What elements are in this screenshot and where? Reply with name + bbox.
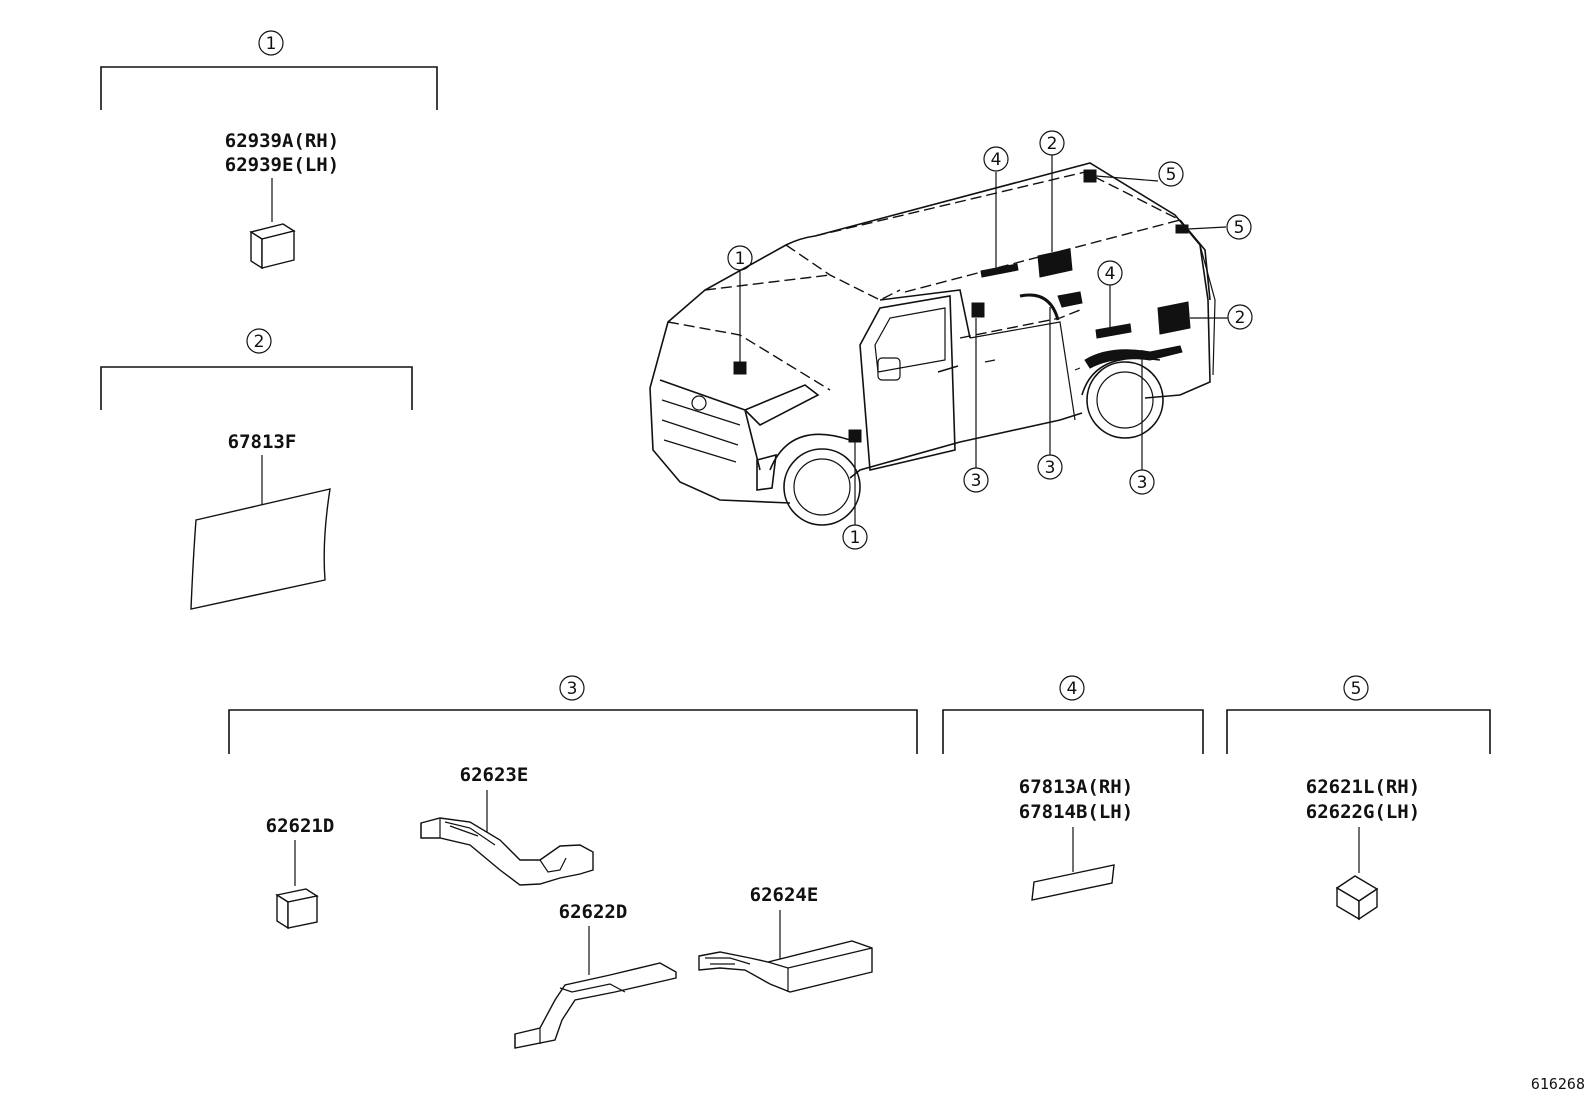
pad-part-62939 bbox=[249, 223, 296, 270]
part-67813F-label: 67813F bbox=[228, 431, 297, 453]
part-62622G-label: 62622G(LH) bbox=[1306, 801, 1420, 823]
group-4: 4 67813A(RH) 67814B(LH) bbox=[942, 675, 1204, 901]
group-1-marker bbox=[258, 30, 284, 56]
group-3: 3 62621D 62623E 62622D 62624E bbox=[228, 675, 918, 1049]
vehicle-part-marker bbox=[971, 302, 985, 318]
group-3-marker bbox=[559, 675, 585, 701]
vehicle-part-marker bbox=[1037, 248, 1073, 278]
vehicle-callout: 1 bbox=[727, 245, 753, 271]
part-67814B-label: 67814B(LH) bbox=[1019, 801, 1133, 823]
pad-part-62621L bbox=[1335, 875, 1379, 921]
vehicle-callout: 3 bbox=[1037, 454, 1063, 480]
group-2: 2 67813F bbox=[100, 328, 413, 610]
part-62939A-label: 62939A(RH) bbox=[225, 130, 339, 152]
group-5-marker bbox=[1343, 675, 1369, 701]
vehicle-part-marker bbox=[980, 263, 1019, 278]
group-4-bracket bbox=[942, 709, 1204, 754]
group-5-number: 5 bbox=[1351, 679, 1362, 699]
vehicle-part-marker bbox=[733, 361, 747, 375]
drawing-id: 616268 bbox=[1531, 1075, 1585, 1093]
insulator-part-62623E bbox=[420, 817, 594, 886]
vehicle-callout: 3 bbox=[963, 467, 989, 493]
vehicle-callout: 2 bbox=[1039, 130, 1065, 156]
vehicle-callout: 4 bbox=[983, 146, 1009, 172]
svg-text:4: 4 bbox=[991, 150, 1002, 170]
vehicle-part-marker bbox=[1083, 169, 1097, 183]
part-62624E-label: 62624E bbox=[750, 884, 819, 906]
svg-text:3: 3 bbox=[971, 471, 982, 491]
vehicle-part-marker bbox=[1175, 224, 1189, 234]
part-62622D-label: 62622D bbox=[559, 901, 628, 923]
svg-text:1: 1 bbox=[850, 528, 861, 548]
part-67813A-label: 67813A(RH) bbox=[1019, 776, 1133, 798]
vehicle-callout: 5 bbox=[1158, 161, 1184, 187]
part-62623E-label: 62623E bbox=[460, 764, 529, 786]
vehicle-callout: 4 bbox=[1097, 260, 1123, 286]
svg-text:2: 2 bbox=[1235, 308, 1246, 328]
vehicle-part-marker bbox=[1095, 323, 1132, 339]
vehicle-callout: 5 bbox=[1226, 214, 1252, 240]
part-62621D-label: 62621D bbox=[266, 815, 335, 837]
vehicle-part-marker bbox=[1057, 291, 1083, 308]
group-2-number: 2 bbox=[254, 332, 265, 352]
insulator-part-62624E bbox=[698, 940, 873, 993]
vehicle-callout: 3 bbox=[1129, 469, 1155, 495]
insulator-part-62622D bbox=[514, 962, 677, 1049]
svg-text:3: 3 bbox=[1045, 458, 1056, 478]
part-62939E-label: 62939E(LH) bbox=[225, 154, 339, 176]
vehicle-callout: 1 bbox=[842, 524, 868, 550]
group-4-marker bbox=[1059, 675, 1085, 701]
group-5: 5 62621L(RH) 62622G(LH) bbox=[1226, 675, 1491, 921]
group-1-bracket bbox=[100, 66, 438, 110]
sheet-part-67813F bbox=[190, 488, 331, 610]
group-3-number: 3 bbox=[567, 679, 578, 699]
group-2-bracket bbox=[100, 366, 413, 410]
vehicle-part-marker bbox=[1084, 345, 1183, 369]
group-4-number: 4 bbox=[1067, 679, 1078, 699]
group-3-bracket bbox=[228, 709, 918, 754]
svg-text:5: 5 bbox=[1234, 218, 1245, 238]
group-5-bracket bbox=[1226, 709, 1491, 754]
svg-text:3: 3 bbox=[1137, 473, 1148, 493]
group-1: 1 62939A(RH) 62939E(LH) bbox=[100, 30, 438, 270]
svg-text:5: 5 bbox=[1166, 165, 1177, 185]
svg-text:4: 4 bbox=[1105, 264, 1116, 284]
part-62621L-label: 62621L(RH) bbox=[1306, 776, 1420, 798]
vehicle-part-marker bbox=[1157, 301, 1191, 335]
svg-text:2: 2 bbox=[1047, 134, 1058, 154]
group-1-number: 1 bbox=[266, 34, 277, 54]
svg-text:1: 1 bbox=[735, 249, 746, 269]
vehicle-callout: 2 bbox=[1227, 304, 1253, 330]
group-2-marker bbox=[246, 328, 272, 354]
vehicle-part-marker bbox=[848, 429, 862, 443]
van-illustration: 1 1 2 2 3 3 3 4 bbox=[649, 130, 1253, 550]
pad-part-62621D bbox=[275, 888, 319, 930]
strip-part-67813A bbox=[1031, 864, 1115, 901]
